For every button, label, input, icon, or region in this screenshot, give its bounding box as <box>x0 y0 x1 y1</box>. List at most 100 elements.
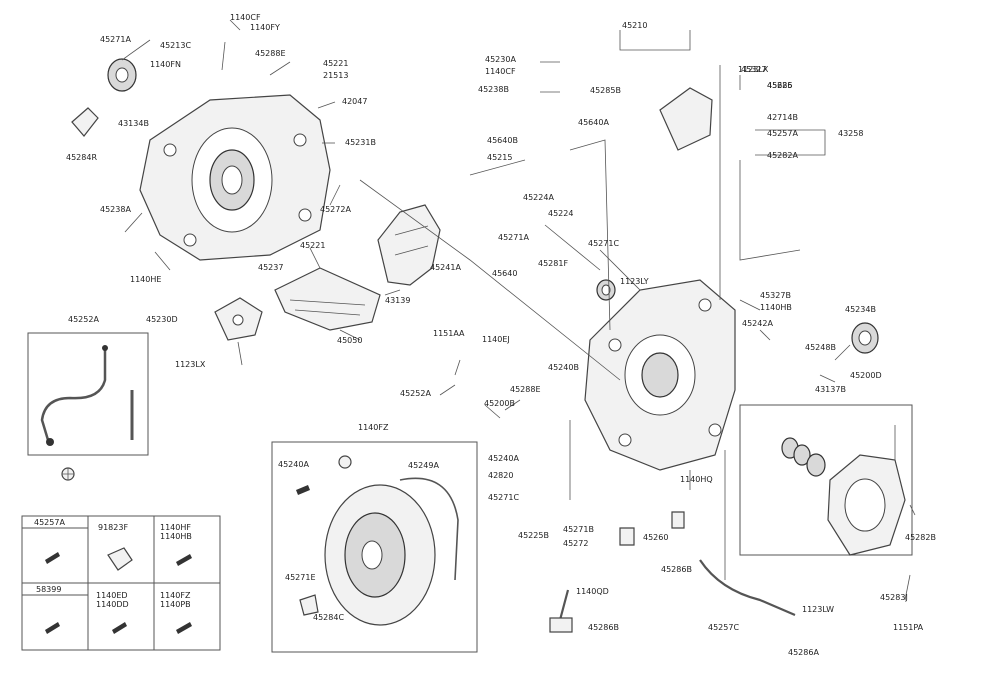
callout-label: 1140HB <box>760 303 792 312</box>
seal-left-of-case <box>596 279 616 301</box>
baffle-plate <box>377 204 441 286</box>
callout-label: 45626 <box>767 81 792 90</box>
callout-label: 1140FY <box>250 23 280 32</box>
valve-body-detail-box <box>271 441 478 653</box>
callout-label: 45281F <box>538 259 568 268</box>
callout-label: 45252A <box>400 389 431 398</box>
callout-label: 45286B <box>588 623 619 632</box>
callout-label: 43139 <box>385 296 410 305</box>
callout-label: 43137B <box>815 385 846 394</box>
oil-seal-right <box>851 322 879 354</box>
callout-label: 45285B <box>590 86 621 95</box>
callout-labels: 45271A 45213C 1140FY 45288E 1140FN 45221… <box>66 13 936 657</box>
bracket-small <box>71 107 99 137</box>
callout-label: 45288E <box>510 385 541 394</box>
callout-label: 1140FN <box>150 60 181 69</box>
callout-label: 45271A <box>498 233 529 242</box>
callout-label: 45272A <box>320 205 351 214</box>
callout-label: 1151AA <box>433 329 465 338</box>
converter-housing <box>139 94 331 261</box>
callout-label: 45249A <box>408 461 439 470</box>
callout-label: 45221 <box>323 59 348 68</box>
hose-detail-box <box>27 332 149 456</box>
callout-label: 21513 <box>323 71 348 80</box>
callout-label: 1140HE <box>130 275 161 284</box>
callout-label: 45230D <box>146 315 178 324</box>
callout-label: 45284C <box>313 613 344 622</box>
callout-label: 45286B <box>661 565 692 574</box>
callout-label: 45225B <box>518 531 549 540</box>
callout-label: 45640 <box>492 269 517 278</box>
legend-cell-label: 58399 <box>36 585 61 594</box>
callout-label: 1123LY <box>620 277 649 286</box>
callout-label: 45282A <box>767 151 798 160</box>
callout-label: 45288E <box>255 49 286 58</box>
valve-bracket <box>214 297 263 341</box>
callout-label: 45272 <box>563 539 588 548</box>
callout-label: 45252A <box>68 315 99 324</box>
callout-label: 45271C <box>488 493 519 502</box>
callout-label: 45248B <box>805 343 836 352</box>
callout-label: 45257A <box>767 129 798 138</box>
callout-label: 45271C <box>588 239 619 248</box>
callout-label: 45257C <box>708 623 739 632</box>
callout-label: 1140EJ <box>482 335 510 344</box>
callout-label: 45237 <box>258 263 283 272</box>
oil-tube-assembly <box>549 511 796 633</box>
callout-label: 1151PA <box>893 623 924 632</box>
callout-label: 45271B <box>563 525 594 534</box>
callout-label: 45050 <box>337 336 362 345</box>
callout-label: 45640A <box>578 118 609 127</box>
callout-label: 45210 <box>622 21 647 30</box>
callout-label: 42047 <box>342 97 367 106</box>
leader-lines <box>121 19 916 601</box>
callout-label: 45215 <box>487 153 512 162</box>
callout-label: 1140HQ <box>680 475 713 484</box>
callout-label: 1140QD <box>576 587 609 596</box>
callout-label: 45242A <box>742 319 773 328</box>
callout-label: 45224A <box>523 193 554 202</box>
callout-label: 45234B <box>845 305 876 314</box>
callout-label: 45640B <box>487 136 518 145</box>
callout-label: 45327B <box>760 291 791 300</box>
oil-strainer <box>274 267 381 331</box>
callout-label: 1140FZ <box>358 423 389 432</box>
callout-label: 45282B <box>905 533 936 542</box>
filter-icon <box>61 467 75 481</box>
callout-label: 45200B <box>484 399 515 408</box>
callout-label: 43258 <box>838 129 863 138</box>
legend-cell-label: 45257A <box>34 518 65 527</box>
callout-label: 1123LX <box>738 65 769 74</box>
callout-label: 45285 <box>767 81 792 90</box>
callout-label: 45224 <box>548 209 573 218</box>
callout-label: 45284R <box>66 153 97 162</box>
callout-label: 45241A <box>430 263 461 272</box>
callout-label: 43134B <box>118 119 149 128</box>
diff-cover-detail-box <box>739 404 913 556</box>
transmission-case <box>584 279 736 471</box>
callout-label: 42714B <box>767 113 798 122</box>
callout-label: 45221 <box>300 241 325 250</box>
callout-label: 45213C <box>160 41 191 50</box>
callout-label: 45238A <box>100 205 131 214</box>
callout-label: 45286A <box>788 648 819 657</box>
callout-label: 45260 <box>643 533 668 542</box>
callout-label: 45238B <box>478 85 509 94</box>
callout-label: 45231B <box>345 138 376 147</box>
callout-label: 1140CF <box>485 67 516 76</box>
legend-cell-label: 91823F <box>98 523 128 532</box>
callout-label: 45240A <box>278 460 309 469</box>
callout-label: 45271E <box>285 573 316 582</box>
callout-label: 45240B <box>548 363 579 372</box>
callout-label: 1140CF <box>230 13 261 22</box>
callout-label: 45327 <box>741 65 766 74</box>
callout-label: 45271A <box>100 35 131 44</box>
fastener-legend-grid <box>21 515 221 651</box>
callout-label: 45240A <box>488 454 519 463</box>
valve-cover-top <box>659 87 713 151</box>
